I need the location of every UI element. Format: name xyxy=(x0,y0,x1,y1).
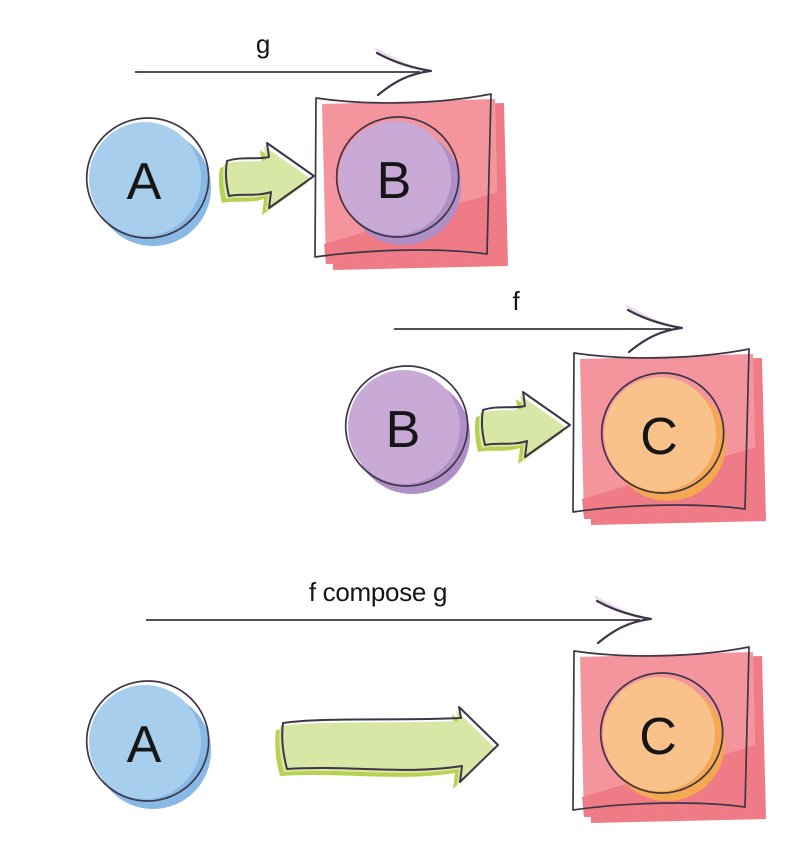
map-label-g: g xyxy=(256,29,270,59)
arrowhead-icon xyxy=(592,593,653,645)
map-arrow-f xyxy=(394,302,684,354)
long-block-arrow xyxy=(275,706,499,789)
set-b-letter: B xyxy=(386,401,421,459)
target-box-b: B xyxy=(314,93,509,271)
block-arrow-f xyxy=(474,391,571,464)
composition-row-g: g A B xyxy=(79,29,509,271)
arrowhead-icon xyxy=(623,302,684,354)
block-arrow-g xyxy=(218,142,315,215)
map-label-f-compose-g: f compose g xyxy=(309,577,447,607)
arrowhead-icon xyxy=(372,45,433,97)
target-box-c: C xyxy=(572,646,767,824)
composition-row-f-compose-g: f compose g A C xyxy=(79,577,767,824)
composition-row-f: f B C xyxy=(338,286,767,526)
set-c-letter: C xyxy=(639,708,677,766)
set-b-circle: B xyxy=(338,359,475,495)
set-a-circle: A xyxy=(79,111,216,247)
set-a-circle: A xyxy=(79,674,216,810)
map-arrow-f-compose-g xyxy=(146,593,653,645)
target-box-c: C xyxy=(572,348,767,526)
set-b-letter: B xyxy=(377,152,412,210)
map-arrow-g xyxy=(135,45,433,97)
set-a-letter: A xyxy=(127,153,162,211)
map-label-f: f xyxy=(513,286,521,316)
set-a-letter: A xyxy=(127,716,162,774)
set-c-letter: C xyxy=(640,408,678,466)
